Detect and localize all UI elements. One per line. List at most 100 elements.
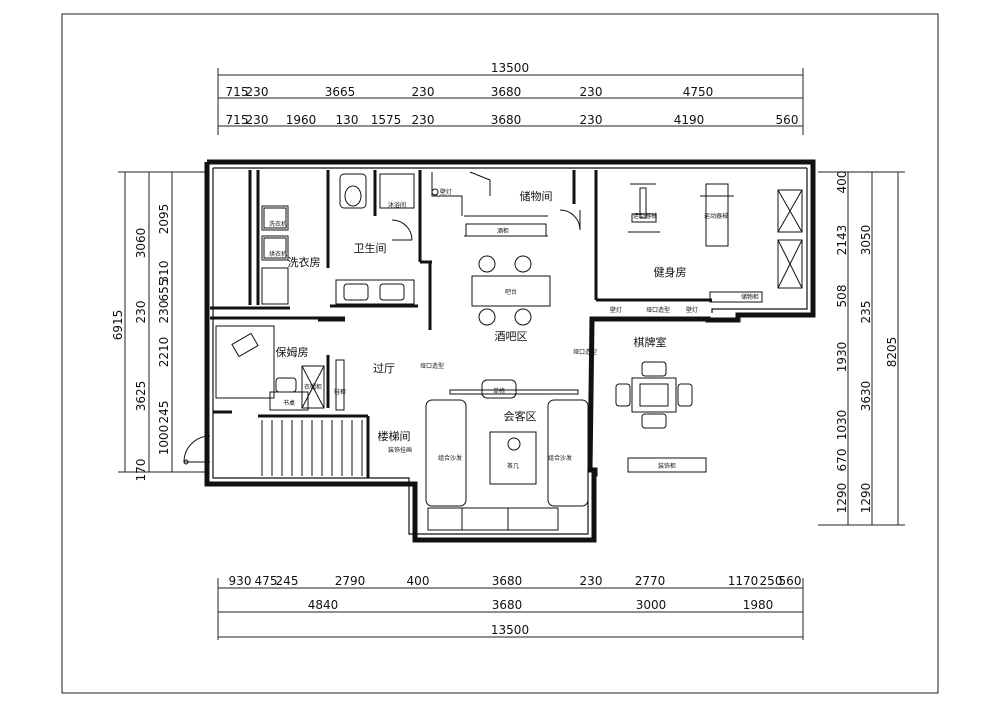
room-label-nanny: 保姆房 (276, 345, 309, 359)
bottom-dim-row1-6: 230 (580, 574, 603, 588)
doorway-label-3: 垭口造型 (573, 348, 597, 356)
dryer-label: 烘衣机 (269, 250, 287, 258)
room-label-storage: 储物间 (520, 189, 553, 203)
chess-room-furniture (615, 361, 707, 473)
right-inner-dim-2: 508 (835, 285, 849, 308)
top-dim-row2-4: 1575 (371, 113, 402, 127)
right-outer-dim-1: 235 (859, 301, 873, 324)
left-inner-dim-0: 2095 (157, 204, 171, 235)
side-stool-label: 单椅 (493, 387, 505, 395)
wall-lamp-icon (431, 188, 439, 196)
bottom-dim-row1-5: 3680 (492, 574, 523, 588)
sofa-label-left: 组合沙发 (438, 454, 462, 462)
top-dim-row2-2: 1960 (286, 113, 317, 127)
top-dim-row1-5: 230 (580, 85, 603, 99)
bottom-dim-row1-7: 2770 (635, 574, 666, 588)
top-dim-row2-3: 130 (336, 113, 359, 127)
left-outer-dim-2: 3625 (134, 381, 148, 412)
shoe-cabinet-label: 鞋柜 (334, 388, 346, 396)
gym-equipment-label-2: 运动器械 (704, 212, 728, 220)
room-label-stair: 楼梯间 (378, 429, 411, 443)
left-inner-dim-5: 245 (157, 401, 171, 424)
tea-table-label: 茶几 (507, 462, 519, 470)
deco-painting-label: 装饰挂画 (388, 446, 412, 454)
left-inner-dim-1: 310 (157, 261, 171, 284)
gym-equipment (628, 183, 803, 303)
right-inner-dim-4: 1030 (835, 410, 849, 441)
room-label-chess: 棋牌室 (634, 335, 667, 349)
top-total-dim: 13500 (491, 61, 529, 75)
room-label-meeting: 会客区 (504, 409, 537, 423)
top-dim-row2-1: 230 (246, 113, 269, 127)
wine-cabinet-label: 酒柜 (497, 227, 509, 235)
bottom-dim-row1-9: 250 (760, 574, 783, 588)
left-outer-dim-3: 170 (134, 459, 148, 482)
bottom-dim-row2-0: 4840 (308, 598, 339, 612)
wall-inner-lines (212, 167, 808, 535)
stair-treads (261, 420, 363, 476)
wall-lamp-label-1: 壁灯 (440, 188, 452, 196)
interior-walls (210, 170, 712, 478)
left-inner-dim-6: 1000 (157, 425, 171, 456)
left-inner-dim-2: 655 (157, 279, 171, 302)
top-dim-row2-9: 560 (776, 113, 799, 127)
right-dimension-lines (818, 171, 905, 526)
bar-counter-label: 吧台 (505, 288, 517, 296)
room-label-bar-area: 酒吧区 (495, 330, 528, 343)
bottom-dim-row2-1: 3680 (492, 598, 523, 612)
top-dim-row2-0: 715 (226, 113, 249, 127)
top-dim-row1-6: 4750 (683, 85, 714, 99)
top-dim-row1-1: 230 (246, 85, 269, 99)
top-dim-row1-3: 230 (412, 85, 435, 99)
storage-cabinet-label: 储物柜 (741, 293, 759, 301)
bathroom-fixtures (335, 173, 415, 305)
top-dim-row1-0: 715 (226, 85, 249, 99)
bottom-dim-row1-0: 930 (229, 574, 252, 588)
wall-lamp-label-2: 壁灯 (610, 306, 622, 314)
desk-label: 书桌 (283, 399, 295, 407)
doorway-label-1: 垭口造型 (646, 306, 670, 314)
top-dim-row1-2: 3665 (325, 85, 356, 99)
bottom-dim-row1-1: 475 (255, 574, 278, 588)
exterior-walls (204, 159, 816, 543)
left-outer-dim-0: 3060 (134, 228, 148, 259)
wine-cabinet (465, 223, 547, 237)
bottom-dim-row1-4: 400 (407, 574, 430, 588)
bottom-dim-row1-3: 2790 (335, 574, 366, 588)
bar-furniture (471, 209, 581, 326)
top-dim-row2-5: 230 (412, 113, 435, 127)
top-dimension-lines (217, 68, 804, 135)
right-inner-dim-3: 1930 (835, 342, 849, 373)
right-inner-dim-0: 400 (835, 171, 849, 194)
room-label-bathroom: 卫生间 (354, 241, 387, 255)
right-outer-dim-2: 3630 (859, 381, 873, 412)
right-inner-dim-1: 2143 (835, 225, 849, 256)
washer-label: 洗衣机 (269, 220, 287, 228)
top-dim-row2-8: 4190 (674, 113, 705, 127)
doorway-label-2: 垭口造型 (420, 362, 444, 370)
left-inner-dim-4: 2210 (157, 337, 171, 368)
bottom-dim-row2-2: 3000 (636, 598, 667, 612)
left-dimension-lines (118, 171, 205, 473)
left-outer-dim-1: 230 (134, 301, 148, 324)
wall-lamp-label-3: 壁灯 (686, 306, 698, 314)
meeting-furniture (425, 379, 589, 531)
right-outer-dim-0: 3050 (859, 225, 873, 256)
room-label-gym: 健身房 (654, 265, 687, 279)
right-inner-dim-6: 1290 (835, 483, 849, 514)
bottom-dim-row1-10: 560 (779, 574, 802, 588)
entry-door (183, 435, 211, 465)
shower-label: 沐浴间 (388, 201, 406, 209)
left-total-dim: 6915 (111, 310, 125, 341)
deco-cabinet-label: 装饰柜 (658, 462, 676, 470)
sofa-label-right: 组合沙发 (548, 454, 572, 462)
bottom-dim-row1-8: 1170 (728, 574, 759, 588)
left-inner-dim-3: 230 (157, 301, 171, 324)
laundry-appliances (261, 205, 289, 305)
sheet-border (61, 13, 939, 694)
right-outer-dim-3: 1290 (859, 483, 873, 514)
gym-equipment-label-1: 运动器械 (633, 212, 657, 220)
bottom-dimension-lines (217, 578, 804, 640)
